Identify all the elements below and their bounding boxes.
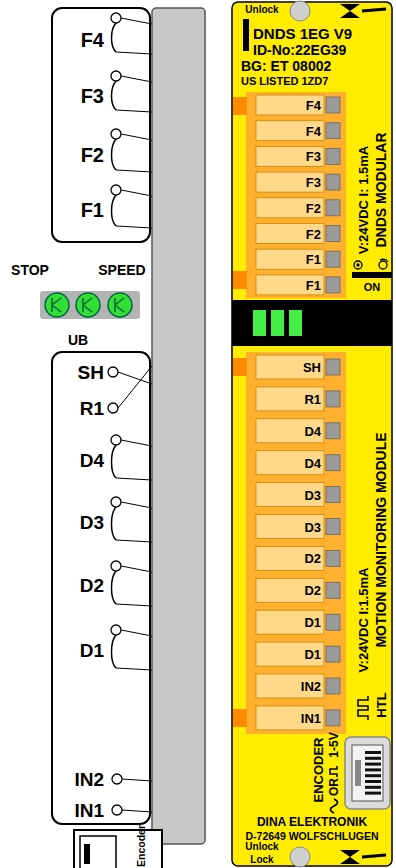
terminal-label: D2 (80, 576, 104, 595)
terminal-label: D-72649 WOLFSCHLUGEN (245, 831, 378, 842)
terminal-label: D2 (304, 584, 321, 597)
screwdriver-symbol (362, 855, 386, 857)
terminal-label: DNDS 1EG V9 (253, 26, 352, 41)
led (289, 310, 302, 336)
label-text: HTL (375, 692, 388, 717)
label-text: V:24VDC I: 1.5mA (357, 146, 370, 254)
terminal-label: D4 (304, 456, 321, 469)
led-panel (232, 300, 392, 346)
switch-bar (352, 272, 392, 278)
terminal-block: F4F3F2F1 (52, 8, 150, 242)
lock-symbol (340, 4, 360, 18)
rj45-jack (345, 737, 390, 809)
terminal-label: IN2 (74, 770, 104, 789)
bus-bar (152, 8, 205, 844)
label-text: ON (364, 282, 381, 293)
label-text: Unlock (245, 842, 278, 852)
terminal-label: D3 (304, 488, 321, 501)
terminal-label: D2 (304, 552, 321, 565)
terminal-label: D1 (80, 641, 104, 660)
terminal-block: SH R1D4D3D2D1IN2IN1 (52, 352, 150, 824)
terminal-label: F4 (306, 99, 321, 112)
plug-tab (233, 358, 247, 376)
terminal-label: F3 (306, 176, 321, 189)
terminal-label: SH (303, 361, 321, 374)
terminal-label: F2 (306, 201, 321, 214)
label-text: UB (68, 333, 88, 347)
module-housing: DNDS 1EG V9 ID-No:22EG39BG: ET 08002 US LI… (232, 2, 392, 866)
label-text: 1-5V (328, 732, 340, 757)
label-text: V:24VDC I:1.5mA (357, 568, 370, 673)
pulse-symbol (330, 766, 337, 777)
terminal-label: D1 (304, 648, 321, 661)
terminal-block (52, 352, 150, 824)
terminal-plug: SHR1D4D4D3D3D2D2D1D1IN2IN1 (246, 352, 346, 734)
terminal-label: D3 (80, 513, 104, 532)
terminal-label: F3 (306, 150, 321, 163)
terminal-cells (256, 95, 340, 730)
terminal-label: R1 (304, 392, 321, 405)
terminal-label: F2 (306, 227, 321, 240)
terminal-label: D4 (304, 424, 321, 437)
terminal-label: D3 (304, 520, 321, 533)
terminal-plug (246, 92, 346, 298)
sine-symbol (331, 799, 338, 813)
terminal-label: D1 (304, 616, 321, 629)
terminal-label: BG: ET 08002 (241, 59, 331, 73)
terminal-label: F4 (306, 124, 321, 137)
terminal-label: R1 (80, 399, 104, 418)
label-text: SPEED (98, 263, 145, 277)
screwdriver-symbol (362, 9, 386, 11)
terminal-plug (246, 352, 346, 734)
led-strip (40, 291, 140, 319)
led-symbols (45, 293, 132, 317)
label-text: DNDS MODULAR (374, 132, 388, 247)
terminal-plug: F4F4F3F3F2F2F1F1 (246, 92, 346, 298)
slider (243, 19, 249, 51)
terminal-label: F4 (81, 30, 104, 50)
terminal-label: DINA ELEKTRONIK (257, 816, 367, 828)
terminal-label: IN1 (301, 711, 321, 724)
terminals (108, 13, 152, 815)
led (271, 310, 284, 336)
terminal-label: F1 (81, 200, 104, 220)
plug-tab (233, 709, 247, 727)
lock-symbol (340, 850, 360, 864)
label-text: MOTION MONITORING MODULE (374, 432, 388, 647)
terminal-label: F3 (81, 86, 104, 106)
terminal-label: F1 (306, 278, 321, 291)
label-text: Unlock (245, 5, 278, 15)
module-housing (232, 2, 392, 866)
terminal-label: D4 (80, 451, 104, 470)
pulse-symbol (358, 696, 368, 720)
label-text: Lock (250, 855, 273, 865)
switch-symbol (354, 259, 388, 269)
terminal-label: SH (78, 363, 104, 382)
label-text: ENCODER (312, 737, 325, 802)
encoder-connector (74, 830, 162, 868)
terminal-label: US LISTED 1ZD7 (241, 76, 328, 87)
led (253, 310, 266, 336)
terminal-label: IN1 (74, 801, 104, 820)
terminal-label: Encoder (136, 825, 147, 867)
lock-screw (290, 1, 310, 21)
terminal-label: ID-No:22EG39 (253, 43, 346, 57)
label-text: OR (328, 778, 340, 796)
lock-screw (290, 847, 310, 867)
terminal-label: F2 (81, 145, 104, 165)
encoder-connector: Encoder (74, 830, 162, 868)
label-text: STOP (11, 263, 49, 277)
plug-tab (233, 271, 247, 289)
terminal-block (52, 8, 150, 242)
terminal-label: F1 (306, 253, 321, 266)
plug-tab (233, 97, 247, 115)
terminal-label: IN2 (301, 680, 321, 693)
